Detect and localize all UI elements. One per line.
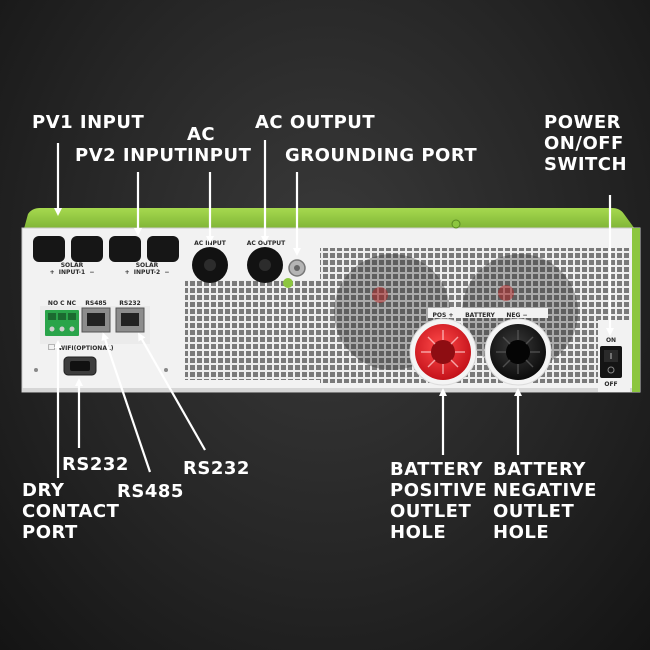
label-ac-input: AC INPUT [187,124,252,166]
rs485-marking: RS485 [85,300,107,307]
label-rs232-left: RS232 [62,454,129,475]
label-rs485: RS485 [117,481,184,502]
svg-text:☐: ☐ [48,343,55,352]
screw [164,368,168,372]
label-grounding-port: GROUNDING PORT [285,145,478,166]
solar-input-1-marking: SOLAR + INPUT-1 − [49,262,95,276]
wifi-marking: WIFI(OPTIONAL) [58,345,114,352]
label-battery-positive: BATTERY POSITIVE OUTLET HOLE [390,459,488,543]
vent-grille [185,280,320,380]
neg-marking: NEG − [506,312,528,319]
label-ac-output: AC OUTPUT [255,112,376,133]
screw [34,368,38,372]
label-power-switch: POWER ON/OFF SWITCH [544,112,628,175]
label-rs232-right: RS232 [183,458,250,479]
pos-marking: POS + [432,312,454,319]
off-marking: OFF [604,381,618,388]
label-battery-negative: BATTERY NEGATIVE OUTLET HOLE [493,459,597,543]
solar-input-2-marking: SOLAR + INPUT-2 − [124,262,170,276]
label-pv2-input: PV2 INPUT [75,145,188,166]
svg-text:⏚: ⏚ [293,245,301,254]
screw [451,219,461,229]
dry-contact-marking: NO C NC [47,300,77,307]
label-pv1-input: PV1 INPUT [32,112,145,133]
label-dry-contact-port: DRY CONTACT PORT [22,480,120,543]
green-side-strip [632,228,640,392]
solar-input-glands [33,236,179,262]
ac-output-marking: AC OUTPUT [246,240,286,247]
ac-input-marking: AC INPUT [194,240,226,247]
rs232-marking: RS232 [119,300,141,307]
on-marking: ON [605,337,617,344]
battery-marking: BATTERY [465,312,495,319]
